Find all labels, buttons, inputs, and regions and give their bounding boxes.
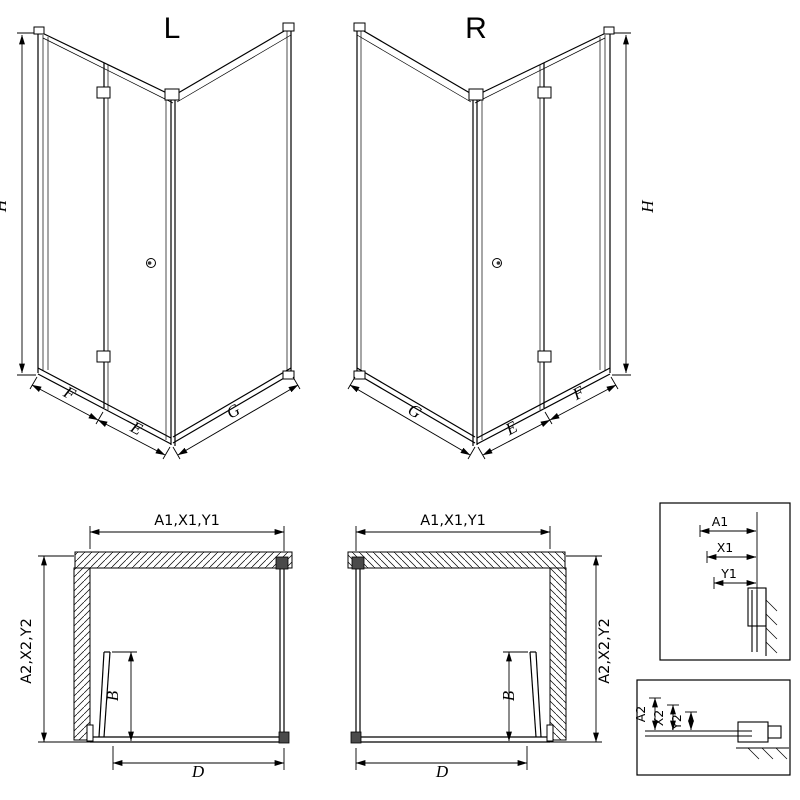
dim-fold-depth-left: B: [103, 690, 122, 701]
detail-dim-a1: A1: [712, 514, 729, 529]
detail-box-vertical: A2 X2 Y2: [633, 679, 791, 776]
enclosure-3d-right: [348, 23, 631, 459]
dim-height-left: H: [0, 198, 10, 213]
dim-width-codes-left: A1,X1,Y1: [154, 513, 220, 529]
detail-dim-a2: A2: [633, 706, 648, 723]
dim-depth-codes-left: A2,X2,Y2: [19, 618, 35, 684]
detail-dim-x2: X2: [651, 710, 666, 727]
dim-depth-codes-right: A2,X2,Y2: [597, 618, 613, 684]
dim-entry-width-left: D: [191, 762, 205, 781]
enclosure-3d-left: [17, 23, 300, 459]
detail-box-horizontal-frame: [659, 502, 791, 661]
dim-fold-depth-right: B: [499, 690, 518, 701]
dim-width-codes-right: A1,X1,Y1: [420, 513, 486, 529]
detail-dim-y1: Y1: [720, 566, 737, 581]
wall-profile-section-vertical: [645, 721, 789, 760]
detail-box-horizontal: A1 X1 Y1: [659, 502, 791, 661]
enclosure-plan-right: [348, 526, 602, 770]
variant-label-left: L: [164, 12, 181, 45]
dim-front-entry-right: E: [501, 417, 521, 439]
detail-dim-y2: Y2: [669, 714, 684, 731]
dim-height-right: H: [638, 199, 657, 214]
enclosure-plan-left: [38, 526, 292, 770]
wall-profile-section-horizontal: [747, 587, 778, 656]
detail-box-vertical-frame: [636, 679, 791, 776]
variant-label-right: R: [465, 12, 487, 45]
dim-front-entry-left: E: [127, 417, 147, 439]
detail-dim-x1: X1: [717, 540, 734, 555]
labels-plan-right: A1,X1,Y1 A2,X2,Y2 B D: [420, 513, 613, 781]
dim-entry-width-right: D: [435, 762, 449, 781]
labels-plan-left: A1,X1,Y1 A2,X2,Y2 B D: [19, 513, 220, 781]
